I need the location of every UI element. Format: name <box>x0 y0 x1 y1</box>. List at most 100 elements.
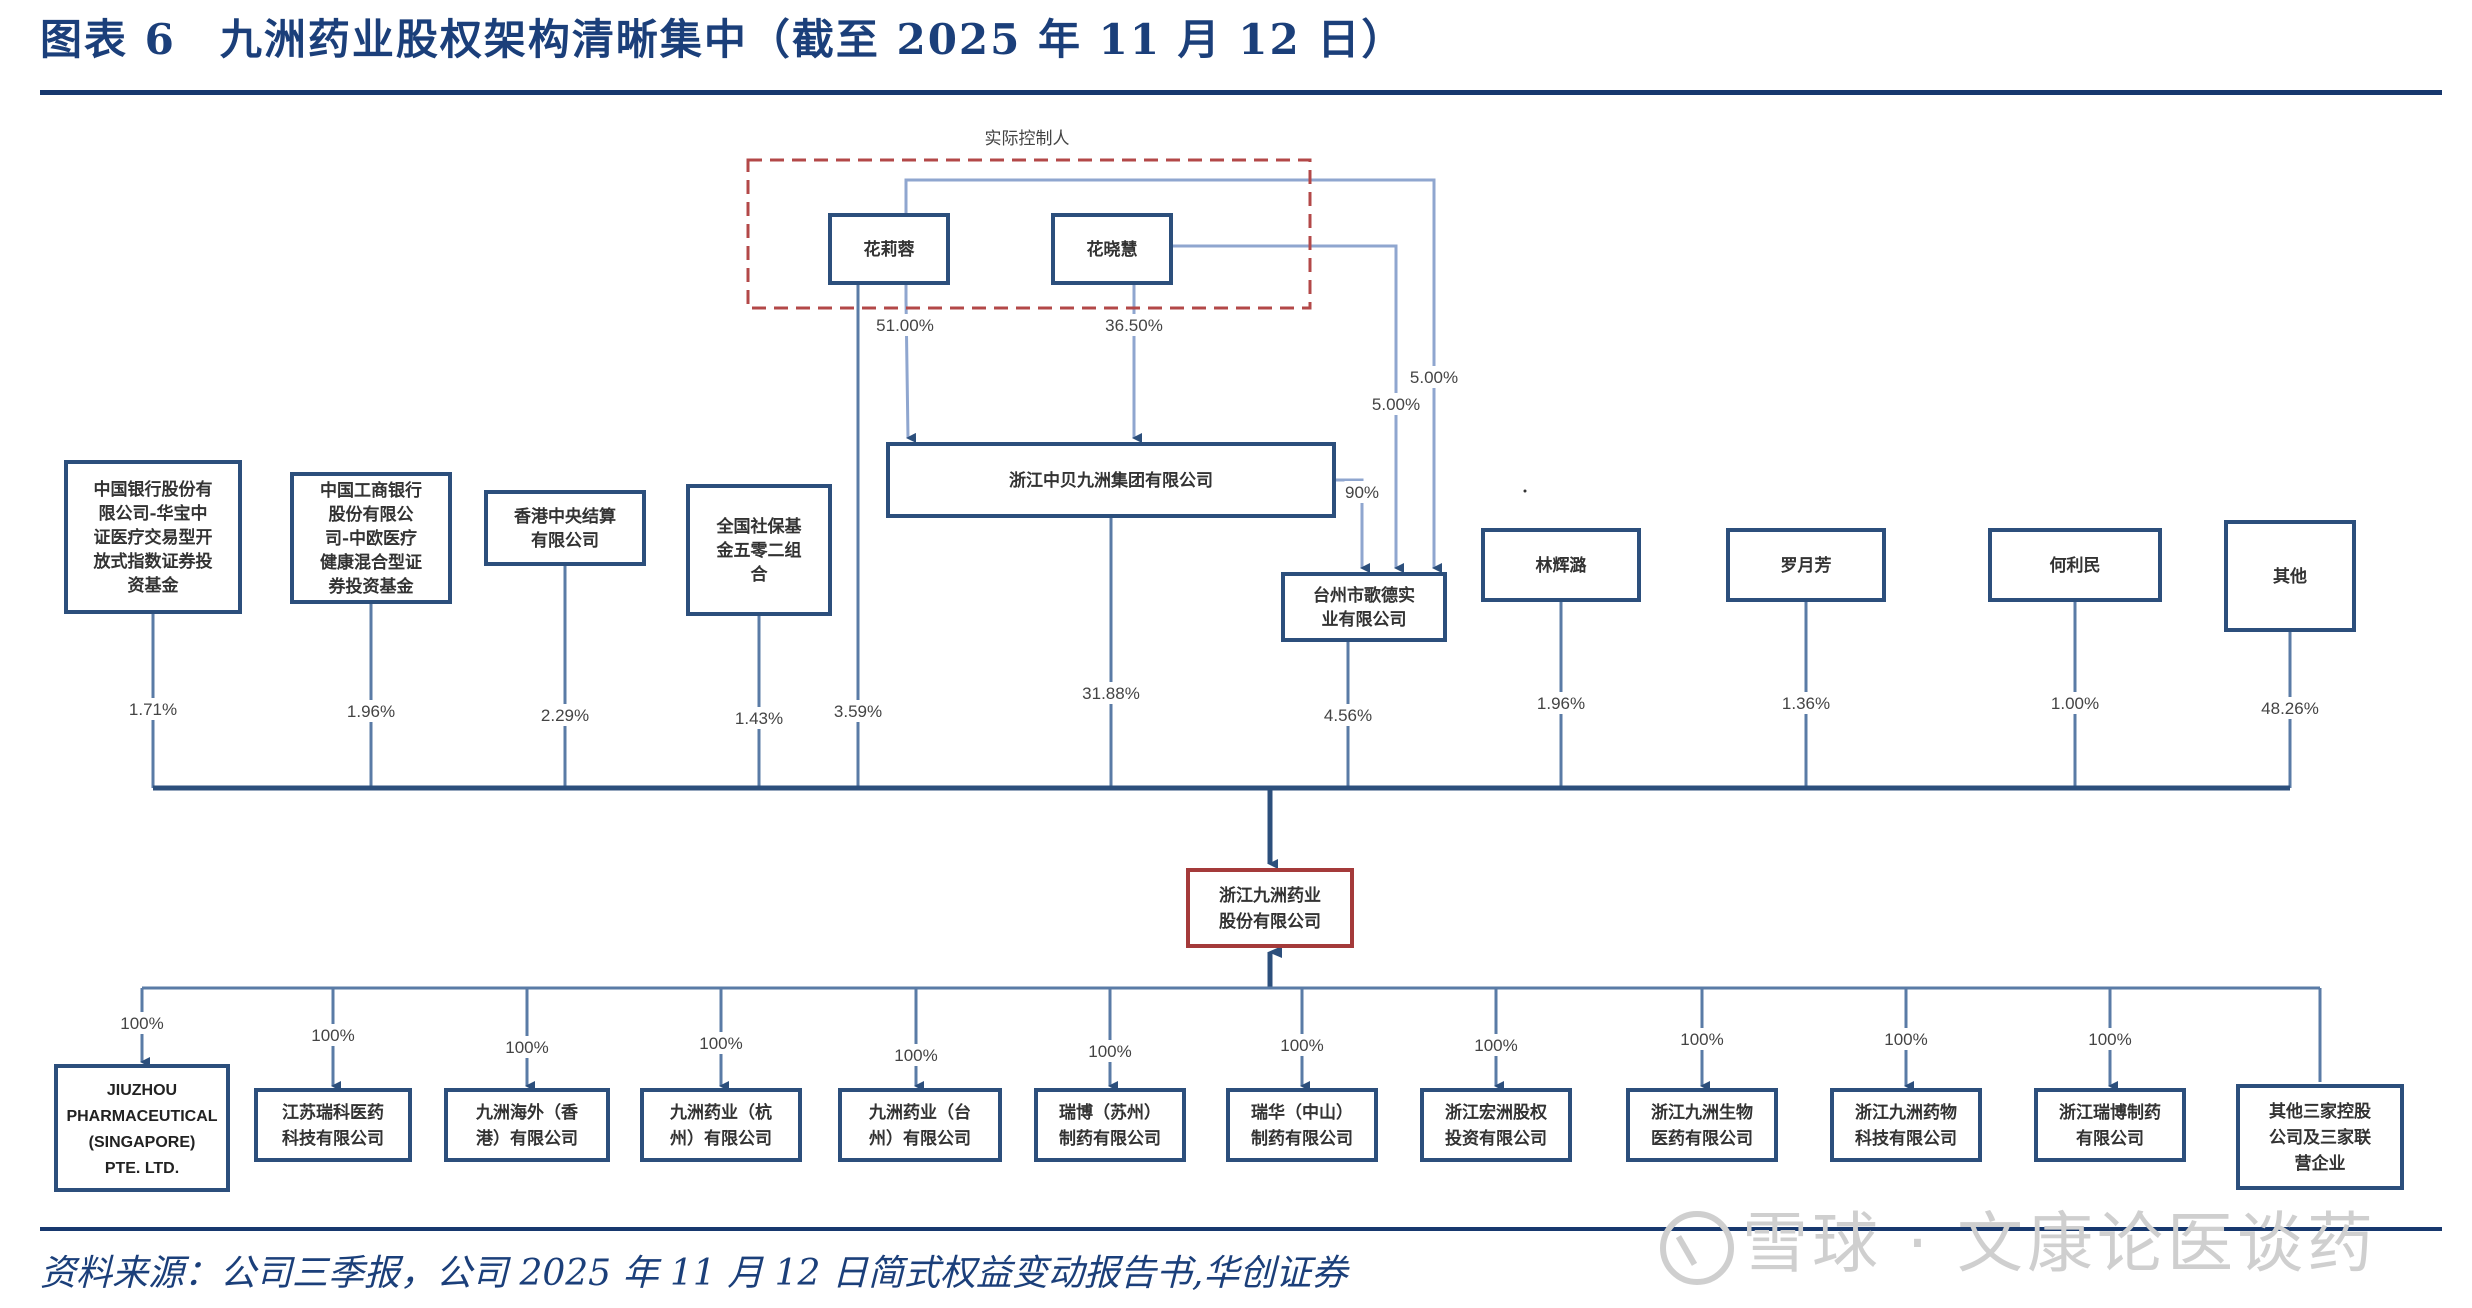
label-background <box>1369 393 1423 415</box>
figure-title: 图表 6 九洲药业股权架构清晰集中（截至 2025 年 11 月 12 日） <box>40 15 1406 64</box>
ownership-arrow <box>1334 478 1370 573</box>
shareholding-pct: 48.26% <box>2261 699 2319 718</box>
subsidiary-box <box>1420 1088 1572 1162</box>
label-background <box>1884 1028 1928 1050</box>
shareholder-name: 全国社保基 <box>716 516 803 537</box>
ownership-pct: 5.00% <box>1410 368 1458 387</box>
subsidiary-pct: 100% <box>894 1046 937 1065</box>
subsidiary-name: 制药有限公司 <box>1059 1128 1161 1149</box>
shareholder-box <box>1726 528 1886 602</box>
subsidiary-name: 浙江宏洲股权 <box>1445 1102 1548 1123</box>
subsidiary-name: (SINGAPORE) <box>89 1134 196 1151</box>
subsidiary-box <box>54 1064 230 1192</box>
subsidiary-name: 营企业 <box>2295 1153 2346 1174</box>
subsidiary-name: 医药有限公司 <box>1651 1128 1753 1149</box>
subsidiary-name: 州）有限公司 <box>868 1128 971 1149</box>
shareholder-name: 合 <box>751 564 769 585</box>
shareholder-box <box>2224 520 2356 632</box>
shareholder-box <box>290 472 452 604</box>
shareholder-name: 股份有限公 <box>329 504 414 525</box>
label-background <box>1344 481 1380 503</box>
subsidiary-box <box>640 1088 802 1162</box>
top-divider <box>40 90 2442 95</box>
label-background <box>2259 697 2321 719</box>
subsidiary-name: 公司及三家联 <box>2269 1127 2371 1148</box>
subsidiary-name: 江苏瑞科医药 <box>282 1102 384 1123</box>
stray-dot <box>1523 489 1527 493</box>
subsidiary-name: JIUZHOU <box>107 1082 177 1099</box>
controller-name: 花莉蓉 <box>864 239 915 260</box>
label-background <box>126 698 180 720</box>
subsidiary-name: 浙江九洲生物 <box>1651 1102 1753 1123</box>
intermediate-company-name: 台州市歌德实 <box>1313 585 1415 606</box>
subsidiary-name: 九洲药业（台 <box>868 1102 971 1123</box>
label-background <box>1280 1034 1324 1056</box>
subsidiary-pct: 100% <box>1088 1042 1131 1061</box>
label-background <box>874 314 936 336</box>
subsidiary-name: 港）有限公司 <box>476 1128 578 1149</box>
label-background <box>894 1044 938 1066</box>
subsidiary-box <box>1830 1088 1982 1162</box>
shareholder-name: 司-中欧医疗 <box>325 528 417 549</box>
shareholding-pct: 1.00% <box>2051 694 2099 713</box>
subsidiary-name: PTE. LTD. <box>105 1160 179 1177</box>
snowball-logo-icon <box>1660 1210 1734 1285</box>
shareholder-name: 香港中央结算 <box>514 506 616 527</box>
subsidiary-name: 九洲药业（杭 <box>669 1102 772 1123</box>
ownership-pct: 90% <box>1345 483 1379 502</box>
watermark-text: 雪球 · 文康论医谈药 <box>1742 1205 2377 1282</box>
subsidiary-pct: 100% <box>1280 1036 1323 1055</box>
subsidiary-name: 科技有限公司 <box>1855 1128 1957 1149</box>
subsidiary-name: 科技有限公司 <box>282 1128 384 1149</box>
label-background <box>2048 692 2102 714</box>
subsidiary-pct: 100% <box>699 1034 742 1053</box>
label-background <box>1321 704 1375 726</box>
label-background <box>1680 1028 1724 1050</box>
shareholder-name: 券投资基金 <box>328 576 415 597</box>
subsidiary-name: 其他三家控股 <box>2269 1101 2371 1122</box>
label-background <box>538 704 592 726</box>
shareholder-name: 中国银行股份有 <box>94 479 213 500</box>
shareholder-name: 金五零二组 <box>716 540 802 561</box>
shareholding-pct: 2.29% <box>541 706 589 725</box>
subsidiary-pct: 100% <box>505 1038 548 1057</box>
shareholder-name: 林辉潞 <box>1536 555 1588 576</box>
label-background <box>1534 692 1588 714</box>
ownership-pct: 5.00% <box>1372 395 1420 414</box>
shareholding-pct: 1.36% <box>1782 694 1830 713</box>
subsidiary-pct: 100% <box>2088 1030 2131 1049</box>
shareholder-name: 何利民 <box>2050 555 2101 576</box>
subsidiary-name: 浙江九洲药物 <box>1855 1102 1957 1123</box>
holding-company-name: 浙江中贝九洲集团有限公司 <box>1009 470 1213 491</box>
subsidiary-box <box>1226 1088 1378 1162</box>
subsidiary-name: 瑞博（苏州） <box>1059 1102 1161 1123</box>
subsidiary-pct: 100% <box>1884 1030 1927 1049</box>
label-background <box>1407 366 1461 388</box>
shareholder-name: 资基金 <box>128 575 180 596</box>
label-background <box>1474 1034 1518 1056</box>
subsidiary-pct: 100% <box>1474 1036 1517 1055</box>
label-background <box>1080 682 1142 704</box>
shareholding-pct: 4.56% <box>1324 706 1372 725</box>
label-background <box>505 1036 549 1058</box>
subsidiary-box <box>838 1088 1002 1162</box>
subsidiary-box <box>2236 1084 2404 1190</box>
holding-company-box <box>886 442 1336 518</box>
subsidiary-pct: 100% <box>120 1014 163 1033</box>
watermark: 雪球 · 文康论医谈药 <box>1660 1190 2377 1286</box>
controller-box <box>828 213 950 285</box>
label-background <box>2088 1028 2132 1050</box>
listed-company-box <box>1186 868 1354 948</box>
bottom-divider <box>40 1227 2442 1231</box>
subsidiary-name: 州）有限公司 <box>669 1128 772 1149</box>
ownership-arrow <box>1171 244 1404 573</box>
label-background <box>732 707 786 729</box>
shareholder-name: 健康混合型证 <box>320 552 422 573</box>
subsidiary-name: PHARMACEUTICAL <box>66 1108 217 1125</box>
shareholder-name: 有限公司 <box>531 530 599 551</box>
ownership-arrow <box>904 283 917 443</box>
controller-name: 花晓慧 <box>1087 239 1138 260</box>
label-background <box>120 1012 164 1034</box>
shareholding-pct: 31.88% <box>1082 684 1140 703</box>
